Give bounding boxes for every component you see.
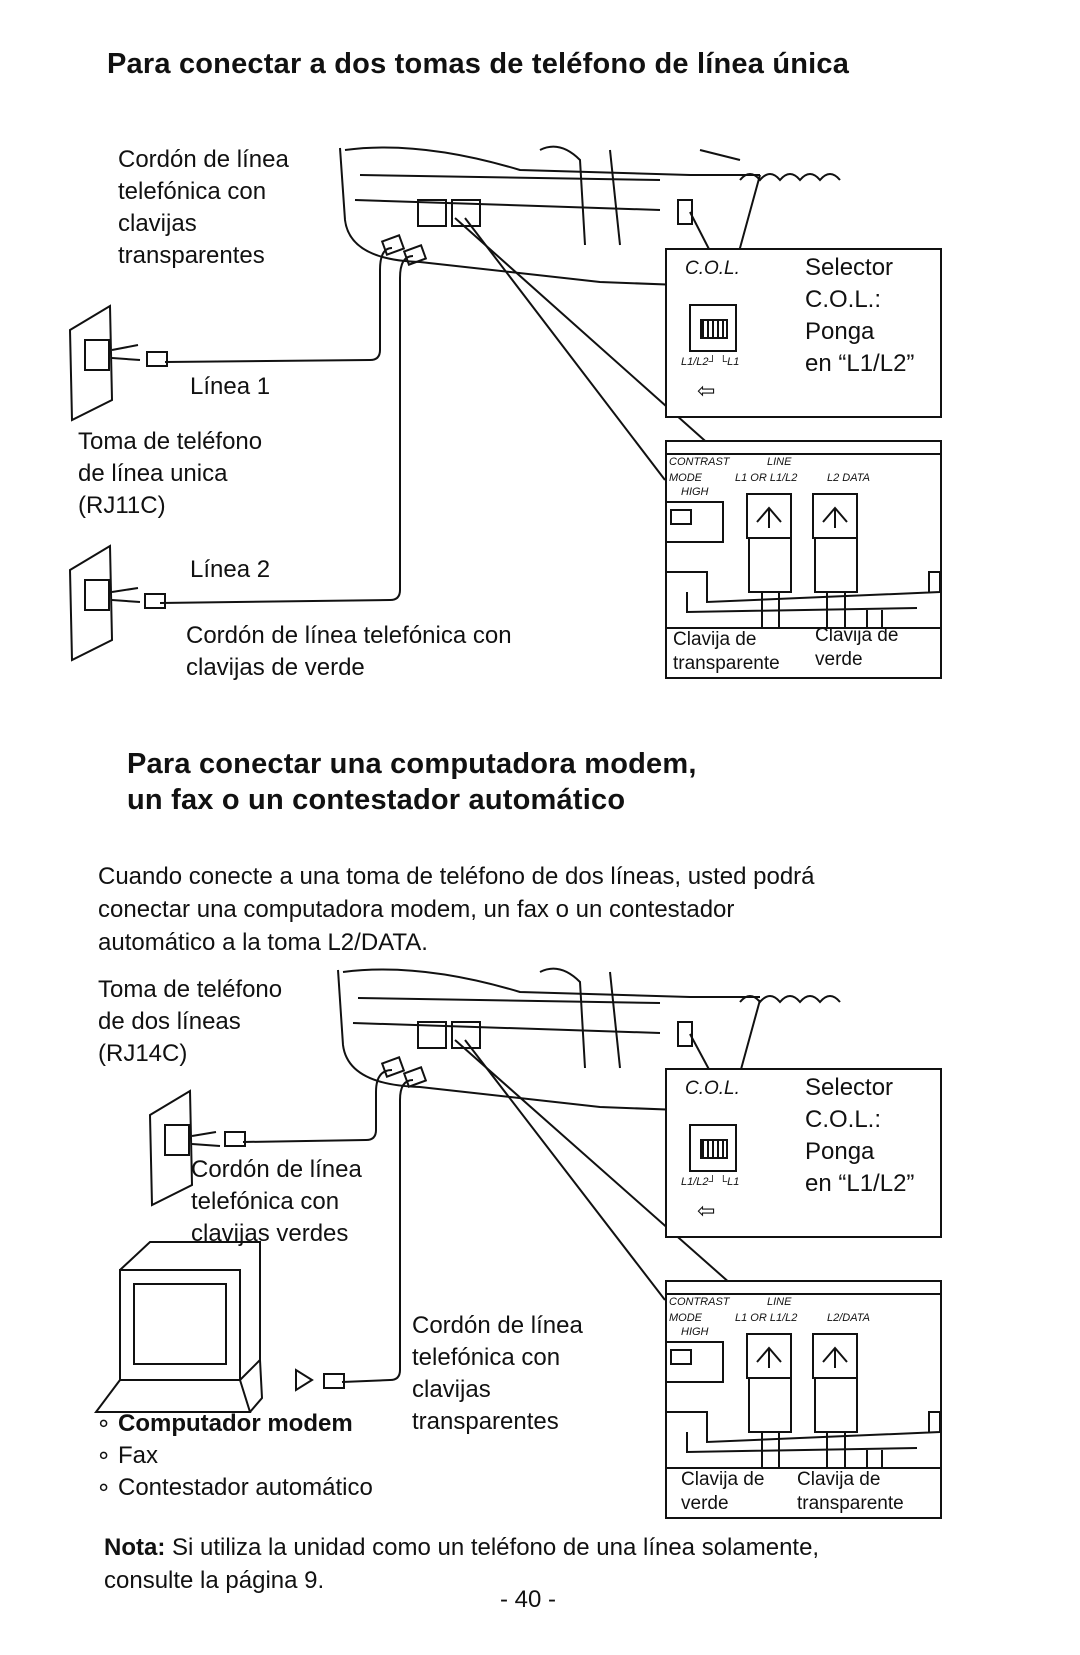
- s1-jack-label: Toma de teléfono de línea unica (RJ11C): [78, 428, 263, 519]
- s2-cord-green-label: Cordón de línea telefónica con clavijas …: [191, 1156, 362, 1247]
- s2-caption-right: Clavija de transparente: [797, 1469, 904, 1514]
- s1-handset-cord: [739, 173, 841, 182]
- s2-switch-knob: [700, 1139, 728, 1159]
- s1-switch-knob: [700, 319, 728, 339]
- s2-panel-drawing: [667, 1293, 940, 1469]
- s1-col-text: C.O.L.: [685, 258, 740, 279]
- s1-wall-jack-1: [68, 304, 114, 422]
- s1-wall-jack-2: [68, 544, 114, 662]
- s2-caption-left: Clavija de verde: [681, 1469, 765, 1514]
- list-item: ∘Fax: [96, 1442, 159, 1469]
- s1-cord-green-label: Cordón de línea telefónica con clavijas …: [186, 622, 512, 681]
- s2-jack-label: Toma de teléfono de dos líneas (RJ14C): [98, 976, 283, 1067]
- s2-jack-panel-box: CONTRAST MODE LINE L1 OR L1/L2 L2/DATA H…: [665, 1280, 942, 1519]
- s1-col-switch[interactable]: [689, 304, 737, 352]
- s2-handset-cord: [739, 995, 841, 1004]
- s1-panel-drawing: [667, 453, 940, 629]
- s2-computer: [119, 1241, 261, 1381]
- s2-col-switch[interactable]: [689, 1124, 737, 1172]
- s2-device-list: ∘Computador modem ∘Fax ∘Contestador auto…: [96, 1408, 373, 1504]
- list-item: ∘Contestador automático: [96, 1474, 373, 1501]
- s2-switch-marks: L1/L2┘ └L1: [681, 1176, 740, 1188]
- s2-wall-jack: [148, 1089, 194, 1207]
- s1-jack-panel-box: CONTRAST MODE LINE L1 OR L1/L2 L2 DATA H…: [665, 440, 942, 679]
- s1-col-selector-box: C.O.L. L1/L2┘ └L1 ⇦ Selector C.O.L.: Pon…: [665, 248, 942, 418]
- s2-col-text: C.O.L.: [685, 1078, 740, 1099]
- s1-selector-label: Selector C.O.L.: Ponga en “L1/L2”: [805, 254, 915, 377]
- s1-cord-transparent-label: Cordón de línea telefónica con clavijas …: [118, 146, 289, 269]
- section2-title: Para conectar una computadora modem, un …: [127, 748, 697, 816]
- note-label: Nota:: [104, 1534, 166, 1561]
- note: Nota: Si utiliza la unidad como un teléf…: [104, 1534, 820, 1594]
- s1-col-arrow-icon: ⇦: [697, 378, 716, 403]
- s1-caption-left: Clavija de transparente: [673, 629, 780, 674]
- s2-selector-label: Selector C.O.L.: Ponga en “L1/L2”: [805, 1074, 915, 1197]
- s2-col-selector-box: C.O.L. L1/L2┘ └L1 ⇦ Selector C.O.L.: Pon…: [665, 1068, 942, 1238]
- page-number: - 40 -: [500, 1586, 557, 1613]
- s2-cord-green: [242, 1069, 393, 1143]
- s1-caption-right: Clavija de verde: [815, 625, 899, 670]
- s2-cord-transparent-label: Cordón de línea telefónica con clavijas …: [412, 1312, 583, 1435]
- section1-title: Para conectar a dos tomas de teléfono de…: [107, 48, 850, 80]
- list-item: ∘Computador modem: [96, 1410, 353, 1437]
- s2-col-arrow-icon: ⇦: [697, 1198, 716, 1223]
- s1-switch-marks: L1/L2┘ └L1: [681, 356, 740, 368]
- s1-line1-label: Línea 1: [190, 373, 271, 400]
- section2-intro: Cuando conecte a una toma de teléfono de…: [98, 863, 815, 956]
- s1-line2-label: Línea 2: [190, 556, 271, 583]
